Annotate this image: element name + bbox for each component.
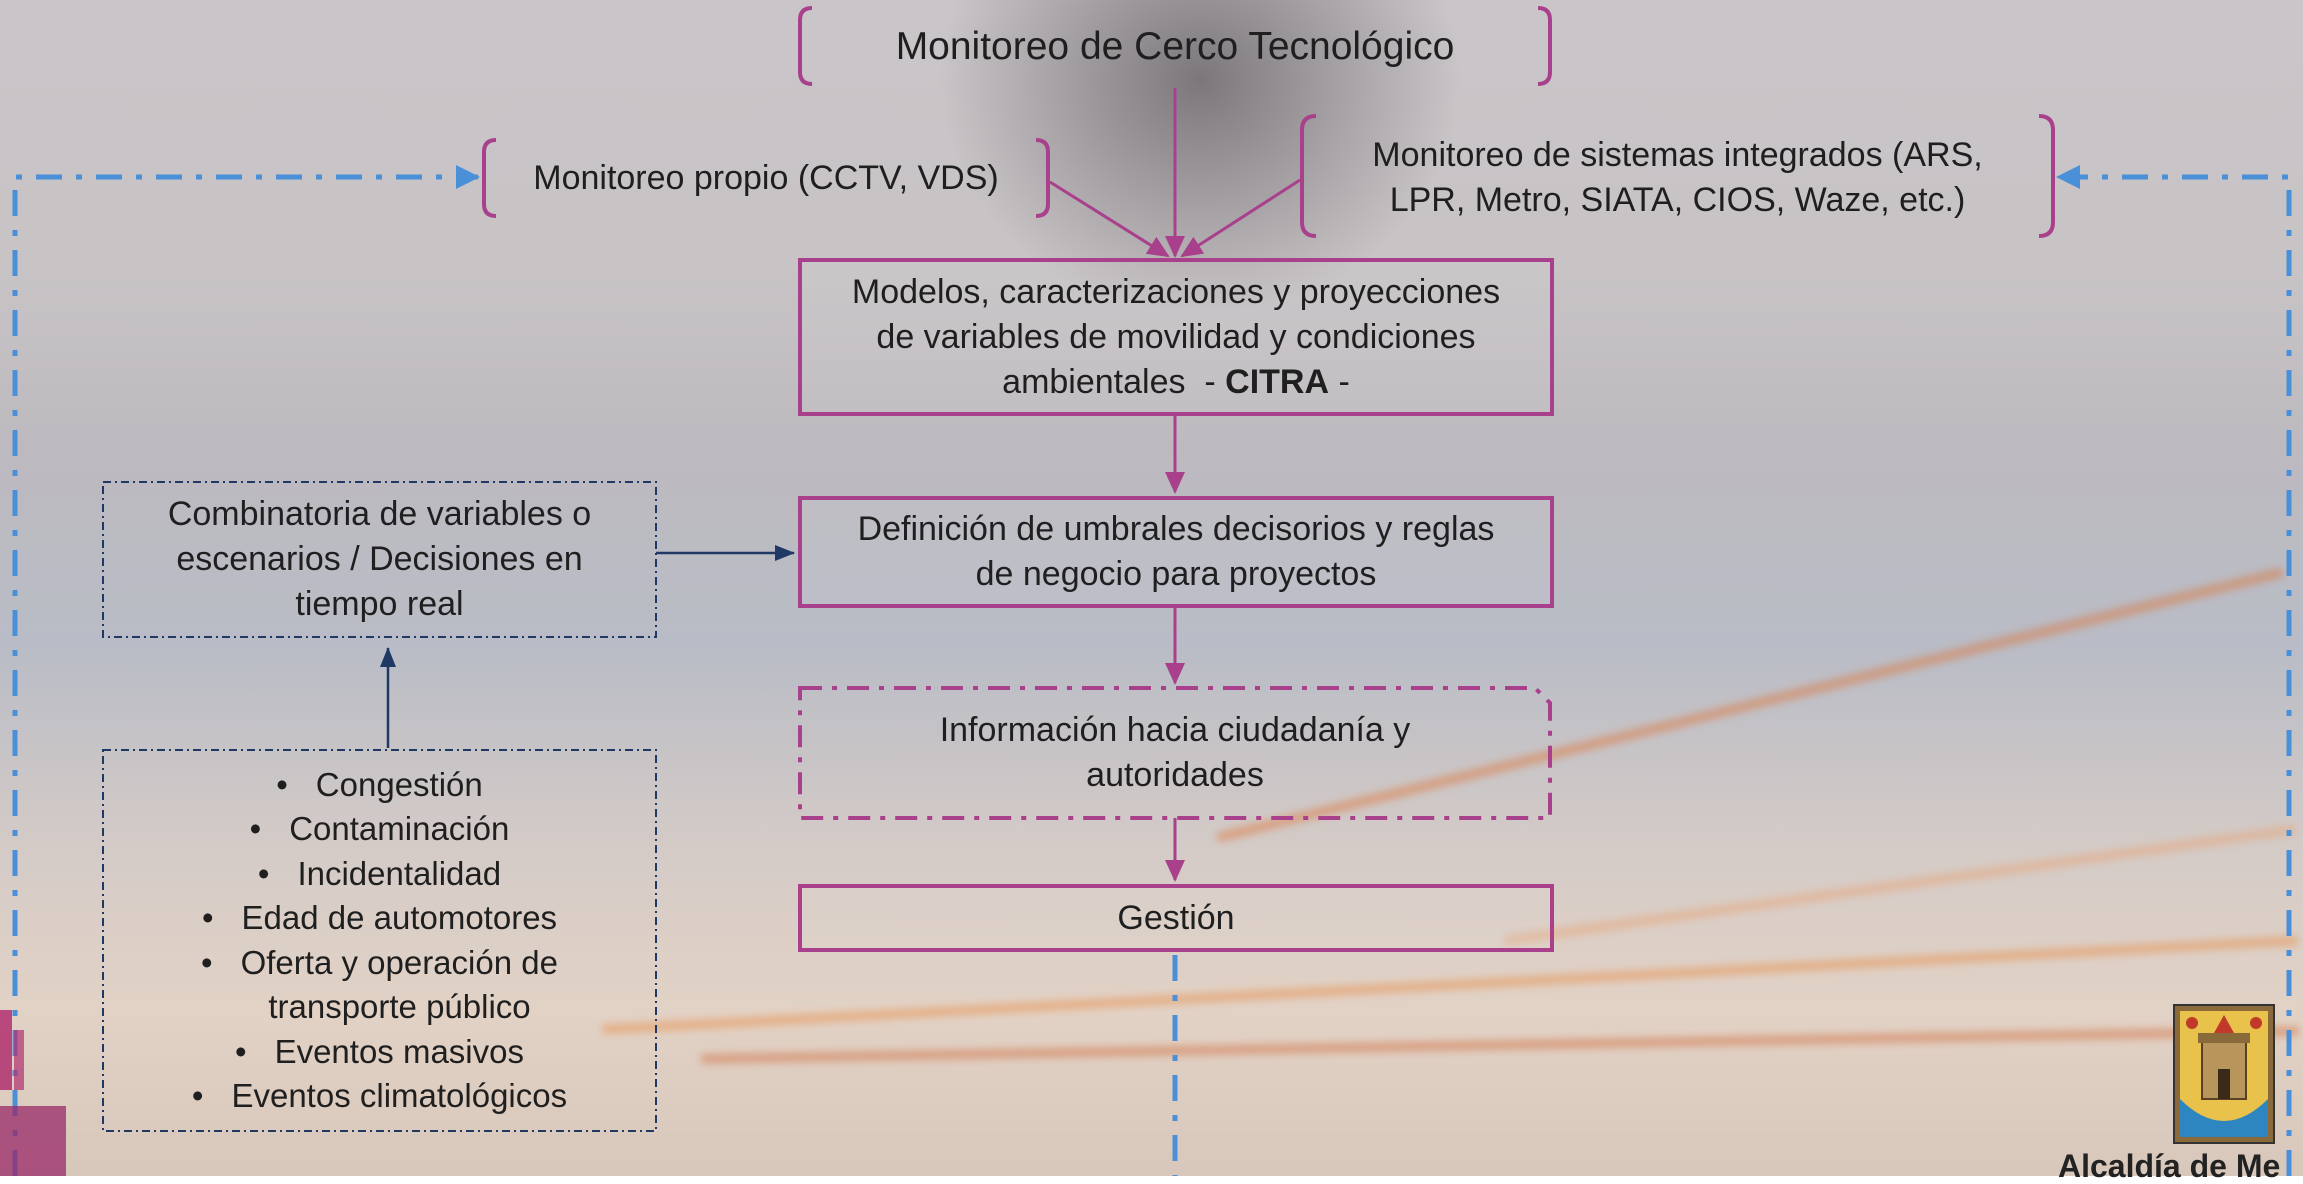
bullet-2: • — [257, 854, 270, 892]
navy-dashed-boxes — [102, 481, 657, 1132]
bullet-0: • — [276, 765, 288, 803]
variables-box-border — [102, 749, 657, 1132]
integrated-monitoring-box: Monitoreo de sistemas integrados (ARS, L… — [1316, 128, 2039, 228]
list-item: • Congestión — [192, 763, 567, 808]
models-box: Modelos, caracterizaciones y proyeccione… — [798, 258, 1554, 416]
title-box: Monitoreo de Cerco Tecnológico — [812, 8, 1538, 84]
title-bracket-right — [1537, 6, 1552, 86]
integrated-bracket-left — [1300, 114, 1317, 238]
combinatoria-box: Combinatoria de variables o escenarios /… — [103, 482, 656, 637]
own-monitoring-box: Monitoreo propio (CCTV, VDS) — [496, 140, 1036, 216]
list-item-label: Oferta y operación de — [240, 943, 558, 981]
thresholds-line-2: de negocio para proyectos — [975, 555, 1377, 593]
diagram-title: Monitoreo de Cerco Tecnológico — [895, 24, 1455, 68]
list-item: • Contaminación — [192, 807, 567, 852]
models-line-2: de variables de movilidad y condiciones — [876, 317, 1476, 356]
list-item: • Incidentalidad — [192, 852, 567, 897]
bullet-1: • — [249, 810, 262, 847]
variables-list: •Congestión •Contaminación •Incidentalid… — [192, 763, 567, 1119]
arrow-integrated-to-models — [1180, 178, 1301, 258]
flow-arrows — [1049, 88, 1301, 882]
combinatoria-line-1: Combinatoria de variables o — [167, 495, 592, 533]
models-line-3-prefix: ambientales - — [1002, 362, 1226, 401]
thresholds-line-1: Definición de umbrales decisorios y regl… — [857, 510, 1495, 548]
information-line-2: autoridades — [1086, 756, 1264, 794]
list-item-label: Congestión — [315, 765, 483, 803]
combinatoria-line-2: escenarios / Decisiones en — [176, 540, 583, 578]
models-line-3: ambientales - CITRA - — [852, 360, 1500, 405]
integrated-bracket-right — [2038, 114, 2055, 238]
own-monitoring-label: Monitoreo propio (CCTV, VDS) — [533, 158, 999, 197]
models-line-1: Modelos, caracterizaciones y proyeccione… — [851, 272, 1501, 311]
models-line-3-suffix: - — [1329, 362, 1350, 401]
list-item-continuation: transporte público — [192, 985, 567, 1030]
integrated-monitoring-line-2: LPR, Metro, SIATA, CIOS, Waze, etc.) — [1389, 181, 1966, 219]
partial-logo-mark — [0, 1010, 66, 1176]
own-bracket-left — [482, 138, 497, 218]
information-box-border — [798, 686, 1552, 820]
title-bracket-left — [798, 6, 813, 86]
list-item-label: Eventos climatológicos — [231, 1077, 568, 1114]
feedback-loop — [12, 177, 2292, 1176]
bullet-4: • — [201, 943, 213, 981]
citra-label: CITRA — [1225, 362, 1330, 401]
list-item: • Edad de automotores — [192, 896, 567, 941]
list-item-label: Edad de automotores — [241, 899, 558, 936]
bullet-6: • — [191, 1077, 204, 1114]
brackets — [482, 6, 2055, 238]
list-item: • Eventos masivos — [192, 1030, 567, 1075]
arrow-own-to-models — [1049, 180, 1170, 258]
management-box: Gestión — [798, 884, 1554, 952]
combinatoria-box-border — [102, 481, 657, 638]
list-item-label: Eventos masivos — [274, 1032, 524, 1070]
bullet-3: • — [201, 899, 214, 936]
list-item-label: Incidentalidad — [297, 854, 502, 892]
navy-arrows — [380, 545, 795, 748]
variables-box: •Congestión •Contaminación •Incidentalid… — [103, 750, 656, 1131]
list-item: • Eventos climatológicos — [192, 1074, 567, 1119]
own-bracket-right — [1035, 138, 1050, 218]
feedback-right-line — [1172, 177, 2292, 1176]
bullet-5: • — [235, 1032, 247, 1070]
integrated-monitoring-line-1: Monitoreo de sistemas integrados (ARS, — [1372, 136, 1983, 174]
thresholds-box: Definición de umbrales decisorios y regl… — [798, 496, 1554, 608]
information-line-1: Información hacia ciudadanía y — [939, 711, 1411, 749]
logo-caption: Alcaldía de Me — [2058, 1148, 2281, 1184]
information-box: Información hacia ciudadanía y autoridad… — [800, 688, 1550, 818]
coat-of-arms-logo — [2173, 1004, 2275, 1144]
list-item-label: transporte público — [268, 988, 531, 1025]
management-label: Gestión — [1117, 898, 1235, 937]
list-item: • Oferta y operación de — [192, 941, 567, 986]
list-item-label: Contaminación — [289, 810, 510, 847]
combinatoria-line-3: tiempo real — [295, 585, 464, 623]
